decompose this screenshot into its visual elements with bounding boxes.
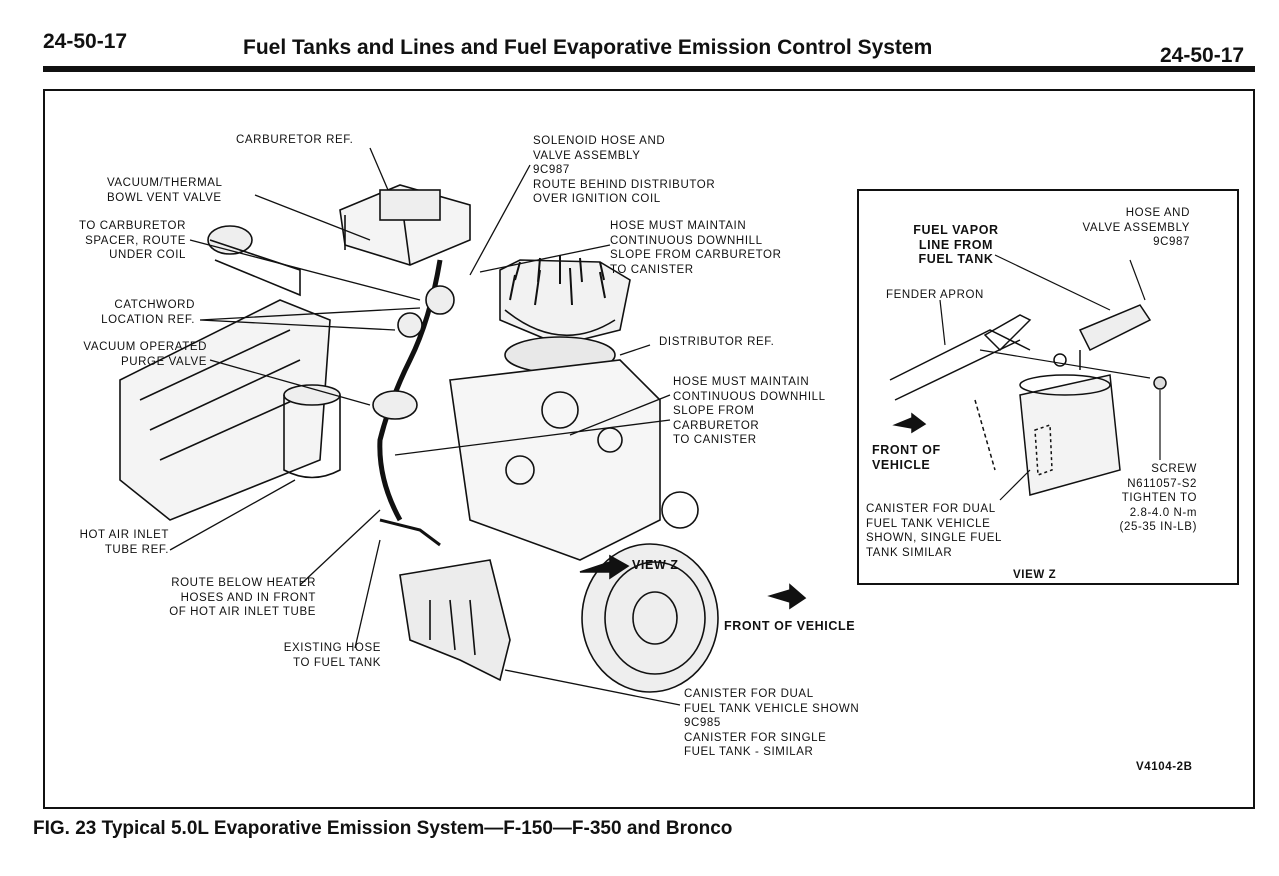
label-hot-air-inlet: HOT AIR INLET TUBE REF.	[79, 529, 169, 556]
page-number-left: 24-50-17	[43, 30, 128, 53]
label-to-carburetor-spacer: TO CARBURETOR SPACER, ROUTE UNDER COIL	[78, 220, 186, 261]
label-vacuum-thermal-vent: VACUUM/THERMAL BOWL VENT VALVE	[107, 177, 223, 204]
label-route-below-heater: ROUTE BELOW HEATER HOSES AND IN FRONT OF…	[169, 577, 316, 618]
label-vacuum-purge-valve: VACUUM OPERATED PURGE VALVE	[83, 341, 207, 368]
inset-label-front-of-vehicle: FRONT OF VEHICLE	[872, 443, 941, 472]
inset-label-fender-apron: FENDER APRON	[886, 289, 984, 301]
inset-label-view-z: VIEW Z	[1013, 569, 1057, 581]
view-z-inset-frame	[857, 189, 1239, 585]
label-solenoid-hose-valve: SOLENOID HOSE AND VALVE ASSEMBLY 9C987 R…	[533, 135, 716, 205]
page-title: Fuel Tanks and Lines and Fuel Evaporativ…	[243, 36, 933, 59]
figure-code: V4104-2B	[1136, 761, 1193, 773]
label-distributor-ref: DISTRIBUTOR REF.	[659, 336, 775, 348]
label-view-z-arrow: VIEW Z	[632, 558, 679, 572]
label-canister-main: CANISTER FOR DUAL FUEL TANK VEHICLE SHOW…	[684, 688, 860, 758]
view-z-drawing	[889, 304, 1167, 496]
figure-frame	[43, 89, 1255, 809]
inset-label-canister: CANISTER FOR DUAL FUEL TANK VEHICLE SHOW…	[866, 503, 1003, 559]
inset-label-screw: SCREW N611057-S2 TIGHTEN TO 2.8-4.0 N-m …	[1119, 463, 1197, 533]
page-number-right: 24-50-17	[1160, 44, 1245, 67]
label-hose-downhill-1: HOSE MUST MAINTAIN CONTINUOUS DOWNHILL S…	[610, 220, 782, 276]
header-rule	[43, 66, 1255, 72]
inset-label-hose-valve-assembly: HOSE AND VALVE ASSEMBLY 9C987	[1082, 207, 1190, 248]
label-existing-hose: EXISTING HOSE TO FUEL TANK	[283, 642, 381, 669]
label-front-of-vehicle: FRONT OF VEHICLE	[724, 619, 856, 633]
view-z-leader-lines	[939, 254, 1161, 501]
leader-lines	[169, 147, 681, 706]
label-hose-downhill-2: HOSE MUST MAINTAIN CONTINUOUS DOWNHILL S…	[673, 376, 826, 446]
figure-caption: FIG. 23 Typical 5.0L Evaporative Emissio…	[33, 818, 733, 839]
label-catchword-location: CATCHWORD LOCATION REF.	[101, 299, 195, 326]
inset-label-fuel-vapor-line: FUEL VAPOR LINE FROM FUEL TANK	[913, 223, 999, 266]
label-carburetor-ref: CARBURETOR REF.	[236, 134, 354, 146]
